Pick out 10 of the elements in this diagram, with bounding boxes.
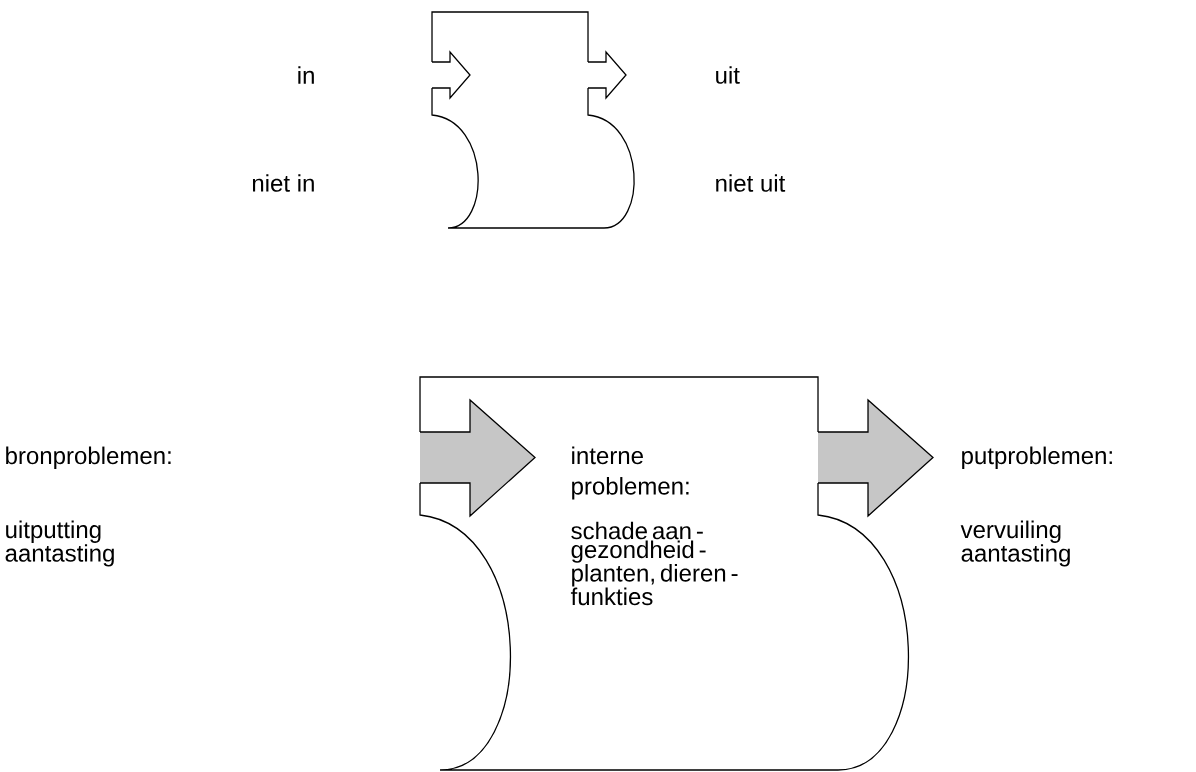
text-label: niet uit <box>716 174 786 192</box>
text-label: niet in <box>252 174 314 192</box>
text-label: vervuiling aantasting <box>960 520 1070 567</box>
system-drawing <box>431 11 635 229</box>
text-label: in <box>298 66 314 84</box>
text-label: putproblemen: <box>962 446 1112 469</box>
text-label: bronproblemen: <box>6 446 171 469</box>
text-label: uitputting aantasting <box>5 520 114 567</box>
text-label: uit <box>716 66 740 84</box>
system-drawing: interne problemen: schade aan -gezondheid -planten, dieren -funkties <box>419 376 934 771</box>
